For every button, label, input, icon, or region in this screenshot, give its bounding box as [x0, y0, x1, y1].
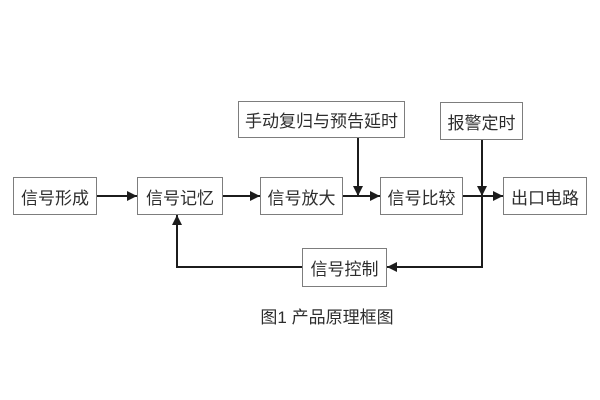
node-label: 报警定时 [447, 113, 516, 133]
node-label: 手动复归与预告延时 [245, 112, 398, 131]
node-signal-control: 信号控制 [302, 248, 387, 287]
node-signal-memory: 信号记忆 [137, 177, 223, 215]
node-signal-compare: 信号比较 [380, 177, 463, 215]
node-label: 信号比较 [387, 188, 456, 208]
edge-control-to-memory [172, 215, 302, 268]
node-manual-reset-delay: 手动复归与预告延时 [238, 101, 405, 138]
edge-junction-to-control [387, 196, 483, 272]
node-signal-amplify: 信号放大 [260, 177, 343, 215]
node-alarm-timing: 报警定时 [440, 102, 523, 140]
node-label: 信号形成 [21, 188, 89, 208]
node-output-circuit: 出口电路 [503, 177, 587, 215]
node-label: 信号控制 [310, 260, 379, 279]
node-signal-formation: 信号形成 [13, 177, 97, 215]
node-label: 出口电路 [511, 188, 579, 208]
node-label: 信号放大 [267, 188, 336, 208]
node-label: 信号记忆 [146, 188, 214, 208]
figure-caption: 图1 产品原理框图 [260, 308, 394, 327]
